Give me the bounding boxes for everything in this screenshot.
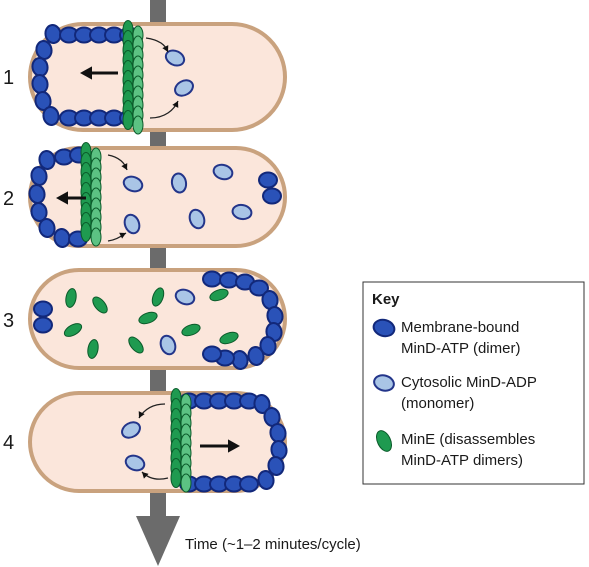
- time-axis-label: Time (~1–2 minutes/cycle): [185, 536, 361, 553]
- step-number-3: 3: [3, 310, 14, 332]
- cell-body: [28, 22, 287, 132]
- mind-atp-dimer: [202, 270, 222, 288]
- cell-step-3: [28, 268, 287, 370]
- mine-protein: [170, 468, 182, 488]
- mine-protein: [180, 473, 192, 493]
- mind-adp-monomer: [188, 208, 206, 230]
- mind-adp-monomer: [164, 49, 186, 67]
- mine-protein: [128, 336, 144, 354]
- step-number-2: 2: [3, 188, 14, 210]
- mind-adp-monomer: [231, 203, 253, 221]
- mine-protein: [138, 311, 158, 325]
- mind-atp-dimer: [249, 279, 269, 297]
- mine-protein: [181, 323, 201, 337]
- mind-adp-monomer: [174, 288, 196, 306]
- mine-protein: [87, 339, 99, 359]
- mine-protein: [90, 227, 102, 247]
- mind-atp-dimer: [30, 202, 48, 222]
- membrane-mind-atp-icon: [372, 318, 396, 338]
- arrow-head: [80, 66, 92, 80]
- key-item-label-3a: MinE (disassembles: [401, 431, 535, 448]
- key-box: Key Membrane-bound MinD-ATP (dimer) Cyto…: [362, 281, 585, 485]
- mind-adp-monomer: [159, 334, 177, 356]
- mine-icon: [375, 430, 393, 452]
- mine-protein: [80, 222, 92, 242]
- time-arrow-head: [136, 516, 180, 566]
- arrow-head: [172, 101, 179, 108]
- mine-protein: [209, 288, 229, 302]
- mind-atp-dimer: [35, 40, 53, 60]
- mine-protein: [151, 287, 165, 307]
- mind-atp-dimer: [202, 345, 222, 363]
- cytosolic-mind-adp-icon: [373, 374, 395, 392]
- mind-adp-monomer: [123, 213, 141, 235]
- mind-adp-monomer: [170, 172, 188, 194]
- arrow-head: [228, 439, 240, 453]
- key-item-label-2b: (monomer): [401, 395, 474, 412]
- key-frame: [362, 281, 585, 485]
- key-item-membrane-mind-atp: Membrane-bound MinD-ATP (dimer): [372, 318, 520, 357]
- mind-atp-dimer: [30, 166, 48, 186]
- arrow-head: [142, 472, 149, 479]
- mine-protein: [63, 323, 83, 337]
- mine-protein: [132, 115, 144, 135]
- mind-adp-monomer: [212, 163, 234, 181]
- key-item-mine: MinE (disassembles MinD-ATP dimers): [375, 430, 535, 469]
- key-item-label-1b: MinD-ATP (dimer): [401, 340, 520, 357]
- cell-step-2: [28, 142, 287, 248]
- arrow-head: [121, 163, 128, 170]
- arrow-head: [162, 45, 169, 52]
- mind-adp-monomer: [124, 454, 146, 472]
- mind-adp-monomer: [121, 421, 141, 439]
- mine-protein: [122, 110, 134, 130]
- key-title: Key: [372, 291, 400, 308]
- mind-atp-dimer: [38, 218, 56, 238]
- arrow-head: [138, 411, 145, 418]
- mine-protein: [219, 331, 239, 345]
- key-item-cytosolic-mind-adp: Cytosolic MinD-ADP (monomer): [373, 374, 537, 412]
- arrow-head: [119, 232, 126, 239]
- mind-atp-dimer: [33, 316, 53, 334]
- mine-protein: [92, 296, 108, 314]
- mine-protein: [65, 288, 77, 308]
- arrow-head: [56, 191, 68, 205]
- key-item-label-1a: Membrane-bound: [401, 319, 519, 336]
- mind-atp-dimer: [239, 475, 259, 493]
- mind-adp-monomer: [174, 79, 194, 97]
- mind-atp-dimer: [42, 106, 60, 126]
- mind-adp-monomer: [122, 175, 144, 193]
- step-number-4: 4: [3, 432, 14, 454]
- key-item-label-3b: MinD-ATP dimers): [401, 452, 523, 469]
- mind-atp-dimer: [262, 187, 282, 205]
- mind-atp-dimer: [33, 300, 53, 318]
- cell-step-1: [28, 20, 287, 135]
- step-number-1: 1: [3, 67, 14, 89]
- cell-body: [28, 391, 287, 493]
- key-item-label-2a: Cytosolic MinD-ADP: [401, 374, 537, 391]
- mind-atp-dimer: [258, 171, 278, 189]
- cell-step-4: [28, 388, 288, 493]
